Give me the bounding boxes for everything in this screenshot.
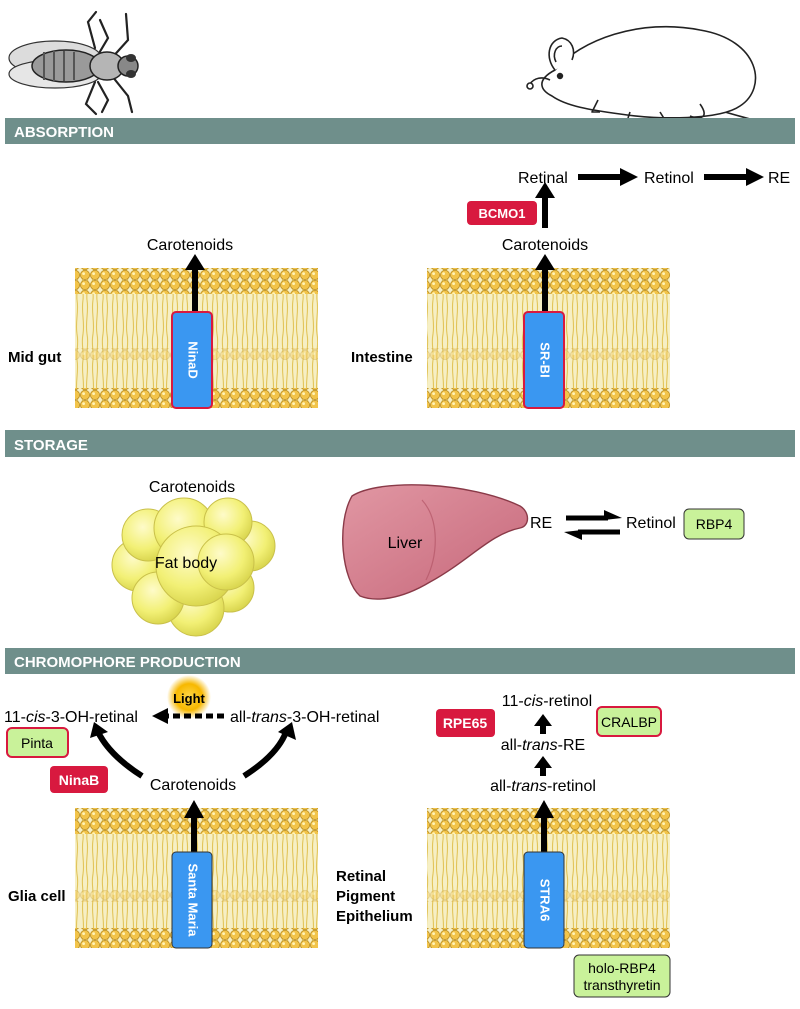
bcmo1-label: BCMO1 [479, 206, 526, 221]
pathway-retinol: Retinol [644, 170, 694, 187]
santa-maria-label: Santa Maria [186, 864, 201, 938]
ninad-label: NinaD [186, 341, 201, 379]
carrier-line-2: transthyretin [583, 977, 660, 993]
holo-rbp4-carrier [573, 954, 671, 998]
cralbp-protein [596, 706, 662, 737]
storage-heading: STORAGE [14, 437, 88, 454]
ninad-transporter [171, 311, 213, 409]
rpe-tissue-line-1: Retinal [336, 868, 386, 885]
right-arrow-icon [620, 168, 638, 186]
reverse-arrow-icon [564, 530, 582, 540]
light-label: Light [173, 691, 205, 706]
rpe65-label: RPE65 [443, 715, 488, 731]
up-arrow-icon [534, 714, 552, 726]
fat-body-title: Carotenoids [149, 479, 235, 496]
up-arrow-icon [534, 800, 554, 818]
carrier-line-1: holo-RBP4 [588, 960, 656, 976]
right-arrow-icon [746, 168, 764, 186]
stra6-transporter [523, 851, 565, 949]
up-arrow-icon [534, 756, 552, 768]
chromophore-banner [5, 648, 795, 674]
pathway-retinal: Retinal [518, 170, 568, 187]
up-arrow-icon [185, 254, 205, 270]
product-alltrans-retinol: all-trans-retinol [490, 778, 596, 795]
intestine-product-label: Carotenoids [502, 237, 588, 254]
fat-body-illustration [111, 497, 276, 637]
storage-re: RE [530, 515, 552, 532]
product-alltrans-re: all-trans-RE [501, 737, 585, 754]
up-arrow-icon [535, 182, 555, 198]
up-arrow-icon [184, 800, 204, 818]
bcmo1-enzyme [467, 201, 537, 225]
chromophore-heading: CHROMOPHORE PRODUCTION [14, 654, 241, 671]
intestine-tissue-label: Intestine [351, 349, 413, 366]
midgut-product-label: Carotenoids [147, 237, 233, 254]
light-glow-icon [167, 675, 211, 719]
rbp4-protein [683, 508, 745, 540]
product-11cis-retinol: 11-cis-retinol [502, 693, 592, 710]
midgut-tissue-label: Mid gut [8, 349, 61, 366]
storage-banner [5, 430, 795, 457]
srbi-transporter [523, 311, 565, 409]
curved-arrow-icon [278, 722, 296, 740]
fat-body-label: Fat body [155, 555, 217, 572]
pathway-re: RE [768, 170, 790, 187]
absorption-banner [5, 118, 795, 144]
liver-label: Liver [388, 535, 423, 552]
up-arrow-icon [535, 254, 555, 270]
rbp4-label: RBP4 [696, 516, 733, 532]
pinta-protein [6, 727, 69, 758]
forward-arrow-icon [604, 510, 622, 520]
mouse-illustration [526, 25, 777, 136]
left-arrow-icon [152, 708, 168, 724]
rpe-tissue-line-3: Epithelium [336, 908, 413, 925]
absorption-heading: ABSORPTION [14, 124, 114, 141]
ninab-label: NinaB [59, 772, 99, 788]
product-alltrans-3oh-retinal: all-trans-3-OH-retinal [230, 709, 379, 726]
stra6-label: STRA6 [538, 879, 553, 922]
glia-source-label: Carotenoids [150, 777, 236, 794]
glia-tissue-label: Glia cell [8, 888, 66, 905]
pinta-label: Pinta [21, 735, 53, 751]
cralbp-label: CRALBP [601, 714, 657, 730]
storage-retinol: Retinol [626, 515, 676, 532]
curved-arrow-icon [90, 722, 108, 738]
rpe65-enzyme [436, 709, 495, 737]
ninab-enzyme [50, 766, 108, 793]
fruit-fly-illustration [8, 10, 139, 116]
srbi-label: SR-BI [538, 342, 553, 377]
rpe-tissue-line-2: Pigment [336, 888, 395, 905]
santa-maria-transporter [171, 851, 213, 949]
product-11cis-3oh-retinal: 11-cis-3-OH-retinal [4, 709, 138, 726]
